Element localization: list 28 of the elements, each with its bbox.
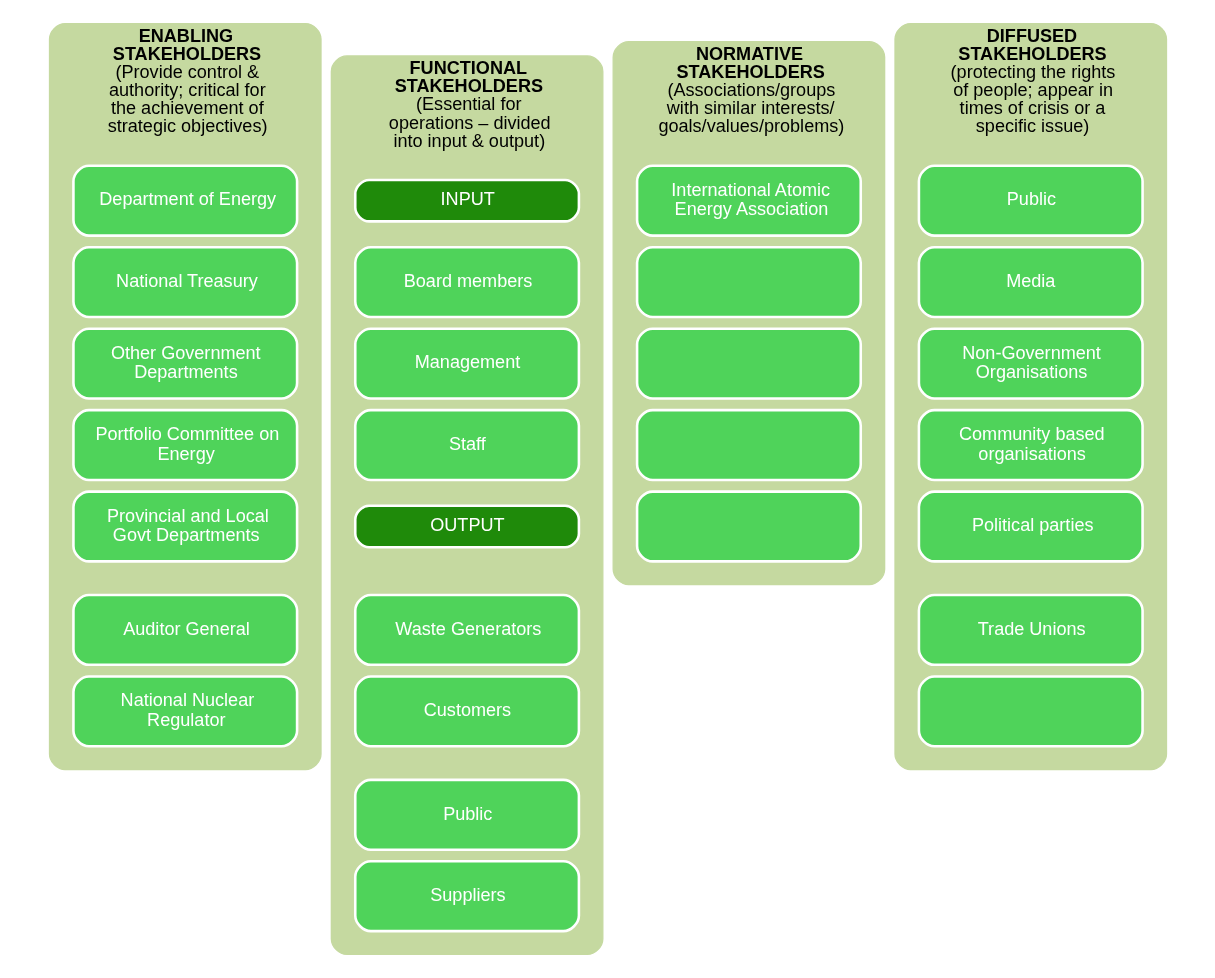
node-box: National Treasury (71, 245, 298, 319)
node-box: Board members (353, 245, 580, 319)
node-box: Other Government Departments (71, 327, 298, 400)
node-box: Media (917, 245, 1144, 319)
node-box: INPUT (353, 178, 580, 223)
node-box: International Atomic Energy Association (635, 164, 862, 237)
node-box: National Nuclear Regulator (71, 675, 298, 748)
node-box: Staff (353, 408, 580, 482)
node-box: Suppliers (353, 860, 580, 933)
node-box (635, 490, 862, 563)
node-box: Department of Energy (71, 164, 298, 237)
node-box: Community based organisations (917, 408, 1144, 482)
node-box: Public (353, 778, 580, 851)
node-box: Management (353, 327, 580, 400)
node-box: Auditor General (71, 593, 298, 667)
node-box (635, 327, 862, 400)
node-box: Portfolio Committee on Energy (71, 408, 298, 482)
node-box: Public (917, 164, 1144, 237)
node-box: Political parties (917, 490, 1144, 563)
node-box: Non-Government Organisations (917, 327, 1144, 400)
node-box: Provincial and Local Govt Departments (71, 490, 298, 563)
node-box: Waste Generators (353, 593, 580, 667)
node-box (917, 675, 1144, 748)
node-box: Customers (353, 675, 580, 748)
node-box: Trade Unions (917, 593, 1144, 667)
node-box (635, 408, 862, 482)
node-box: OUTPUT (353, 504, 580, 549)
node-box (635, 245, 862, 319)
